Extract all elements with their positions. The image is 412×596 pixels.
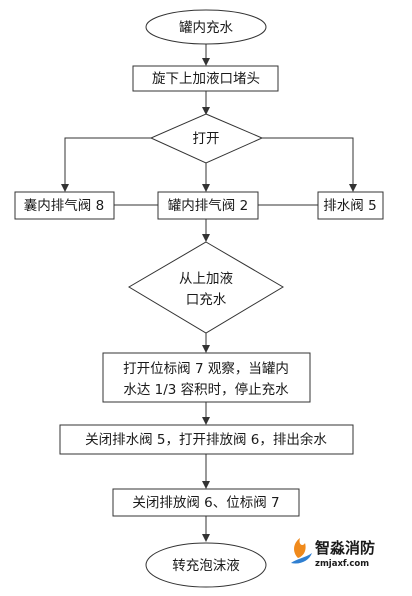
watermark: 智淼消防 zmjaxf.com: [291, 538, 375, 569]
end-label: 转充泡沫液: [172, 558, 240, 574]
close-drain-node: 关闭排水阀 5，打开排放阀 6，排出余水: [59, 424, 354, 455]
end-node: 转充泡沫液: [145, 542, 267, 588]
watermark-url: zmjaxf.com: [315, 559, 369, 569]
tank-vent-valve-node: 罐内排气阀 2: [157, 191, 259, 220]
flame-logo-icon: [291, 538, 312, 564]
connector-open-bag-vent: [61, 137, 151, 192]
tank-vent-valve-label: 罐内排气阀 2: [168, 198, 248, 214]
unscrew-plug-node: 旋下上加液口堵头: [132, 65, 279, 92]
observe-label-line1: 打开位标阀 7 观察，当罐内: [123, 360, 289, 377]
fill-label-line2: 口充水: [186, 292, 227, 308]
drain-valve-node: 排水阀 5: [317, 191, 384, 220]
open-label: 打开: [193, 130, 220, 147]
close-valves-node: 关闭排放阀 6、位标阀 7: [112, 488, 300, 517]
bag-vent-valve-label: 囊内排气阀 8: [24, 197, 104, 214]
bag-vent-valve-node: 囊内排气阀 8: [14, 191, 115, 220]
connector-open-drain: [262, 137, 357, 192]
drain-valve-label: 排水阀 5: [323, 198, 376, 214]
watermark-title: 智淼消防: [315, 539, 375, 557]
observe-label-line2: 水达 1/3 容积时，停止充水: [123, 381, 289, 398]
unscrew-plug-label: 旋下上加液口堵头: [152, 71, 260, 87]
start-label: 罐内充水: [179, 20, 233, 36]
open-decision: 打开: [149, 113, 264, 164]
close-valves-label: 关闭排放阀 6、位标阀 7: [132, 495, 279, 511]
close-drain-label: 关闭排水阀 5，打开排放阀 6，排出余水: [85, 431, 327, 448]
fill-label-line1: 从上加液: [179, 271, 233, 287]
start-node: 罐内充水: [145, 9, 267, 45]
fill-decision: 从上加液 口充水: [128, 241, 284, 334]
observe-node: 打开位标阀 7 观察，当罐内 水达 1/3 容积时，停止充水: [102, 352, 311, 403]
